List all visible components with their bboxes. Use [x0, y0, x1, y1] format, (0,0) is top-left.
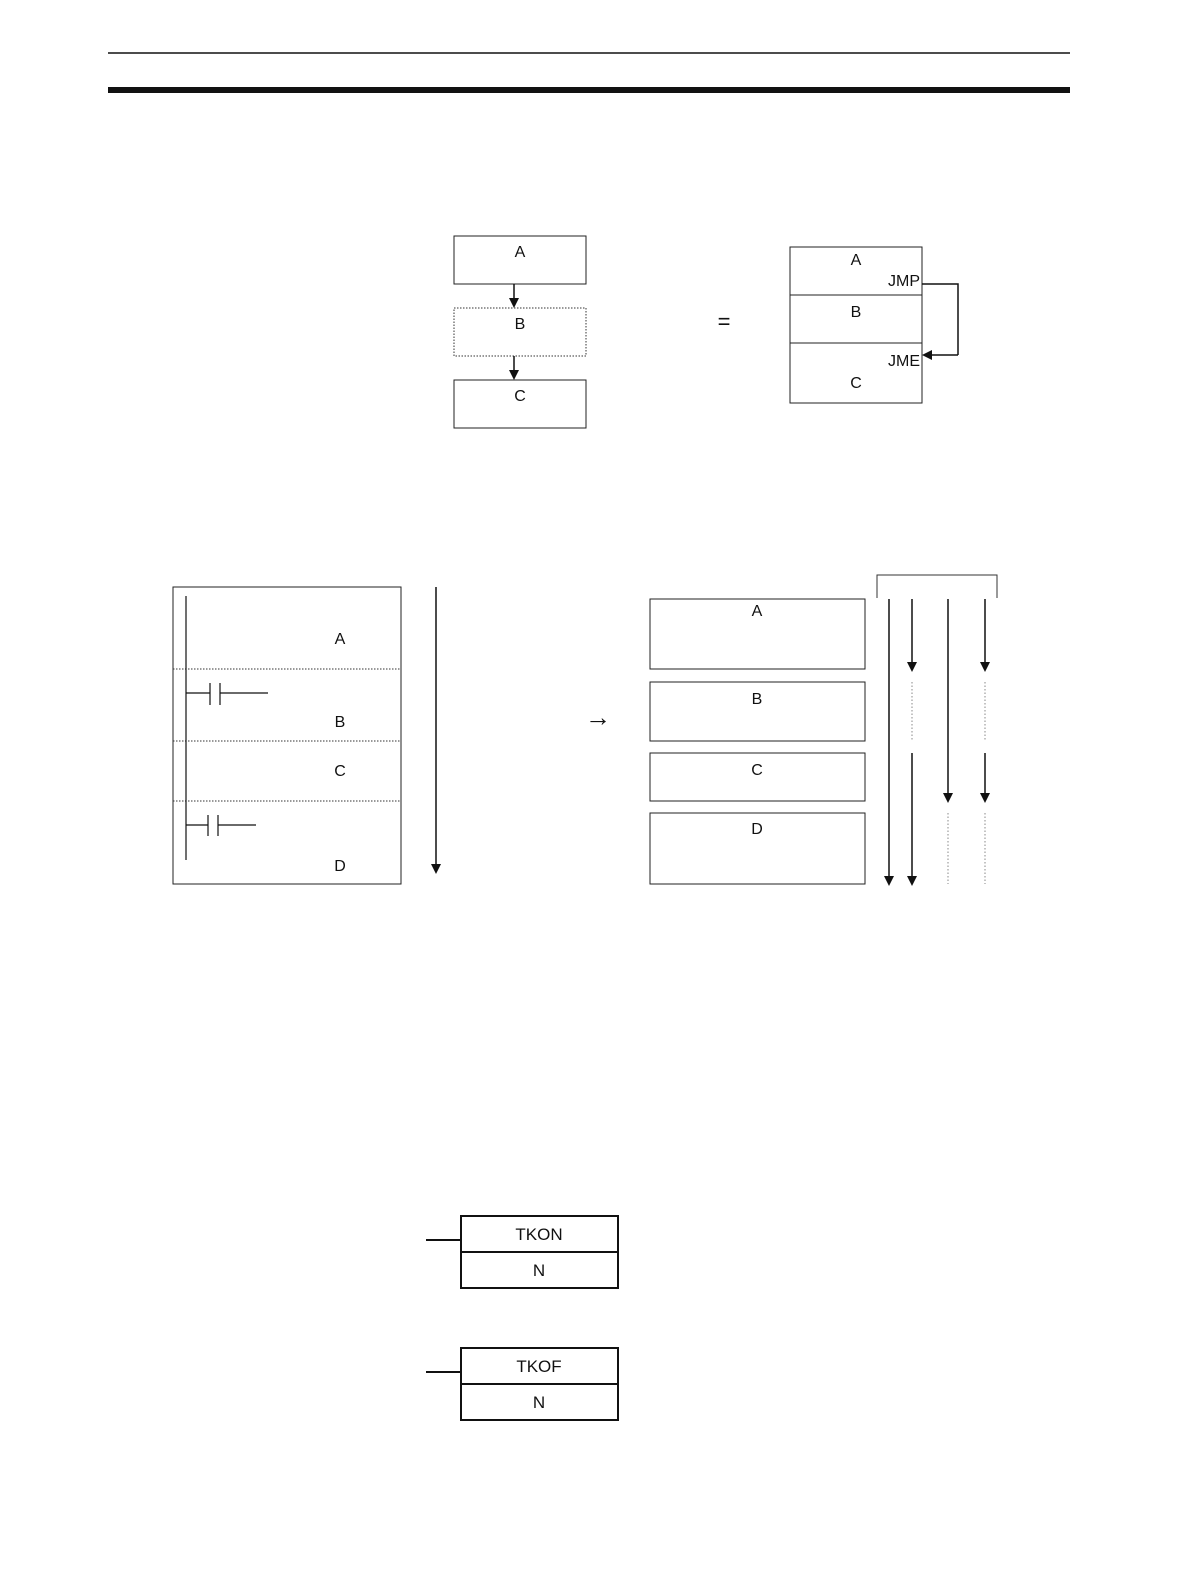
ladder-label-d: D [334, 858, 346, 875]
jump-diagram: A JMP B JME C [790, 247, 958, 403]
path-bracket [877, 575, 997, 598]
ladder-frame [173, 587, 401, 884]
task-label-d: D [751, 821, 763, 838]
task-blocks: A B C D [650, 599, 865, 884]
tkof-operand: N [533, 1393, 545, 1412]
jump-connector [922, 284, 958, 355]
flow-label-a: A [515, 244, 526, 261]
tkon-operand: N [533, 1261, 545, 1280]
flow-label-b: B [515, 316, 526, 333]
tkof-mnemonic: TKOF [516, 1357, 561, 1376]
flow-diagram: A B C [454, 236, 586, 428]
tkon-instruction: TKON N [426, 1216, 618, 1288]
ladder-label-c: C [334, 763, 346, 780]
ladder-label-b: B [335, 714, 346, 731]
jump-label-c: C [850, 375, 862, 392]
transform-arrow: → [585, 702, 611, 732]
execution-paths [877, 575, 997, 884]
task-label-c: C [751, 762, 763, 779]
equals-sign: = [718, 309, 731, 334]
contact-d [186, 815, 256, 836]
task-label-b: B [752, 691, 763, 708]
contact-b [186, 683, 268, 705]
tkof-instruction: TKOF N [426, 1348, 618, 1420]
tkon-mnemonic: TKON [515, 1225, 562, 1244]
flow-label-c: C [514, 388, 526, 405]
task-label-a: A [752, 603, 763, 620]
ladder-program: A B C D [173, 587, 401, 884]
ladder-label-a: A [335, 631, 346, 648]
jump-label-a: A [851, 252, 862, 269]
jme-label: JME [888, 353, 920, 370]
jump-label-b: B [851, 304, 862, 321]
jmp-label: JMP [888, 273, 920, 290]
